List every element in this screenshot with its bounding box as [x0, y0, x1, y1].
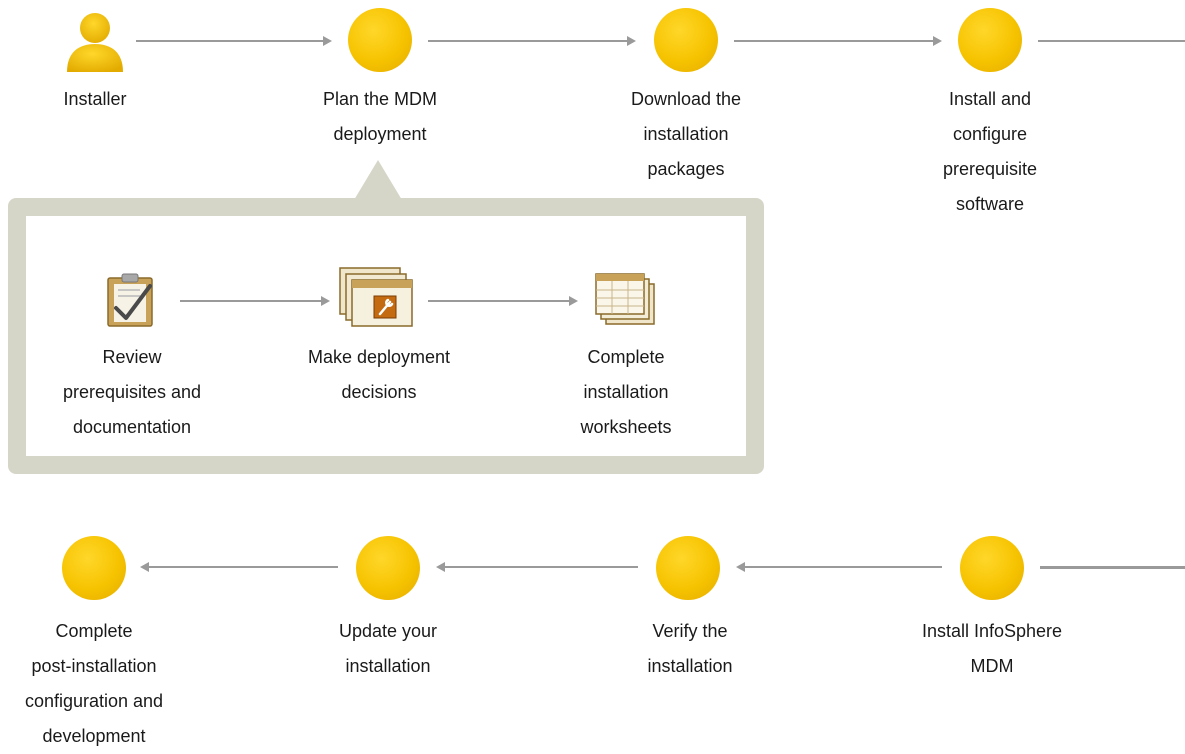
node-prereq-circle[interactable] [958, 8, 1022, 72]
node-label-verify: Verify the installation [647, 621, 733, 676]
arrow-verify-to-update [436, 562, 638, 572]
node-label-plan: Plan the MDM deployment [322, 89, 438, 144]
arrow-decisions-to-worksheets [428, 296, 578, 306]
node-label-prereq: Install and configure prerequisite softw… [942, 89, 1038, 214]
node-label-install: Install InfoSphere MDM [921, 621, 1063, 676]
person-icon [63, 8, 127, 72]
arrow-plan-to-download [428, 36, 636, 46]
clipboard-check-icon [102, 272, 158, 328]
arrow-update-to-postinstall [140, 562, 338, 572]
arrow-download-to-prereq [734, 36, 942, 46]
arrow-installer-to-plan [136, 36, 332, 46]
node-label-postinstall: Complete post-installation configuration… [24, 621, 164, 746]
node-label-update: Update your installation [338, 621, 438, 676]
callout-content [26, 216, 746, 456]
node-update-circle[interactable] [356, 536, 420, 600]
step-label-worksheets: Complete installation worksheets [580, 347, 672, 437]
arrow-prereq-continues [1038, 40, 1185, 42]
node-verify-circle[interactable] [656, 536, 720, 600]
step-label-review: Review prerequisites and documentation [62, 347, 202, 437]
arrow-install-to-verify [736, 562, 942, 572]
node-label-download: Download the installation packages [630, 89, 742, 179]
callout-pointer [354, 160, 402, 200]
windows-wrench-icon [338, 266, 418, 330]
node-plan-circle[interactable] [348, 8, 412, 72]
node-download-circle[interactable] [654, 8, 718, 72]
arrow-incoming-to-install [1040, 566, 1185, 569]
arrow-review-to-decisions [180, 296, 330, 306]
node-postinstall-circle[interactable] [62, 536, 126, 600]
worksheet-stack-icon [594, 272, 658, 328]
node-label-installer: Installer [63, 89, 127, 109]
step-label-decisions: Make deployment decisions [307, 347, 451, 402]
node-install-circle[interactable] [960, 536, 1024, 600]
